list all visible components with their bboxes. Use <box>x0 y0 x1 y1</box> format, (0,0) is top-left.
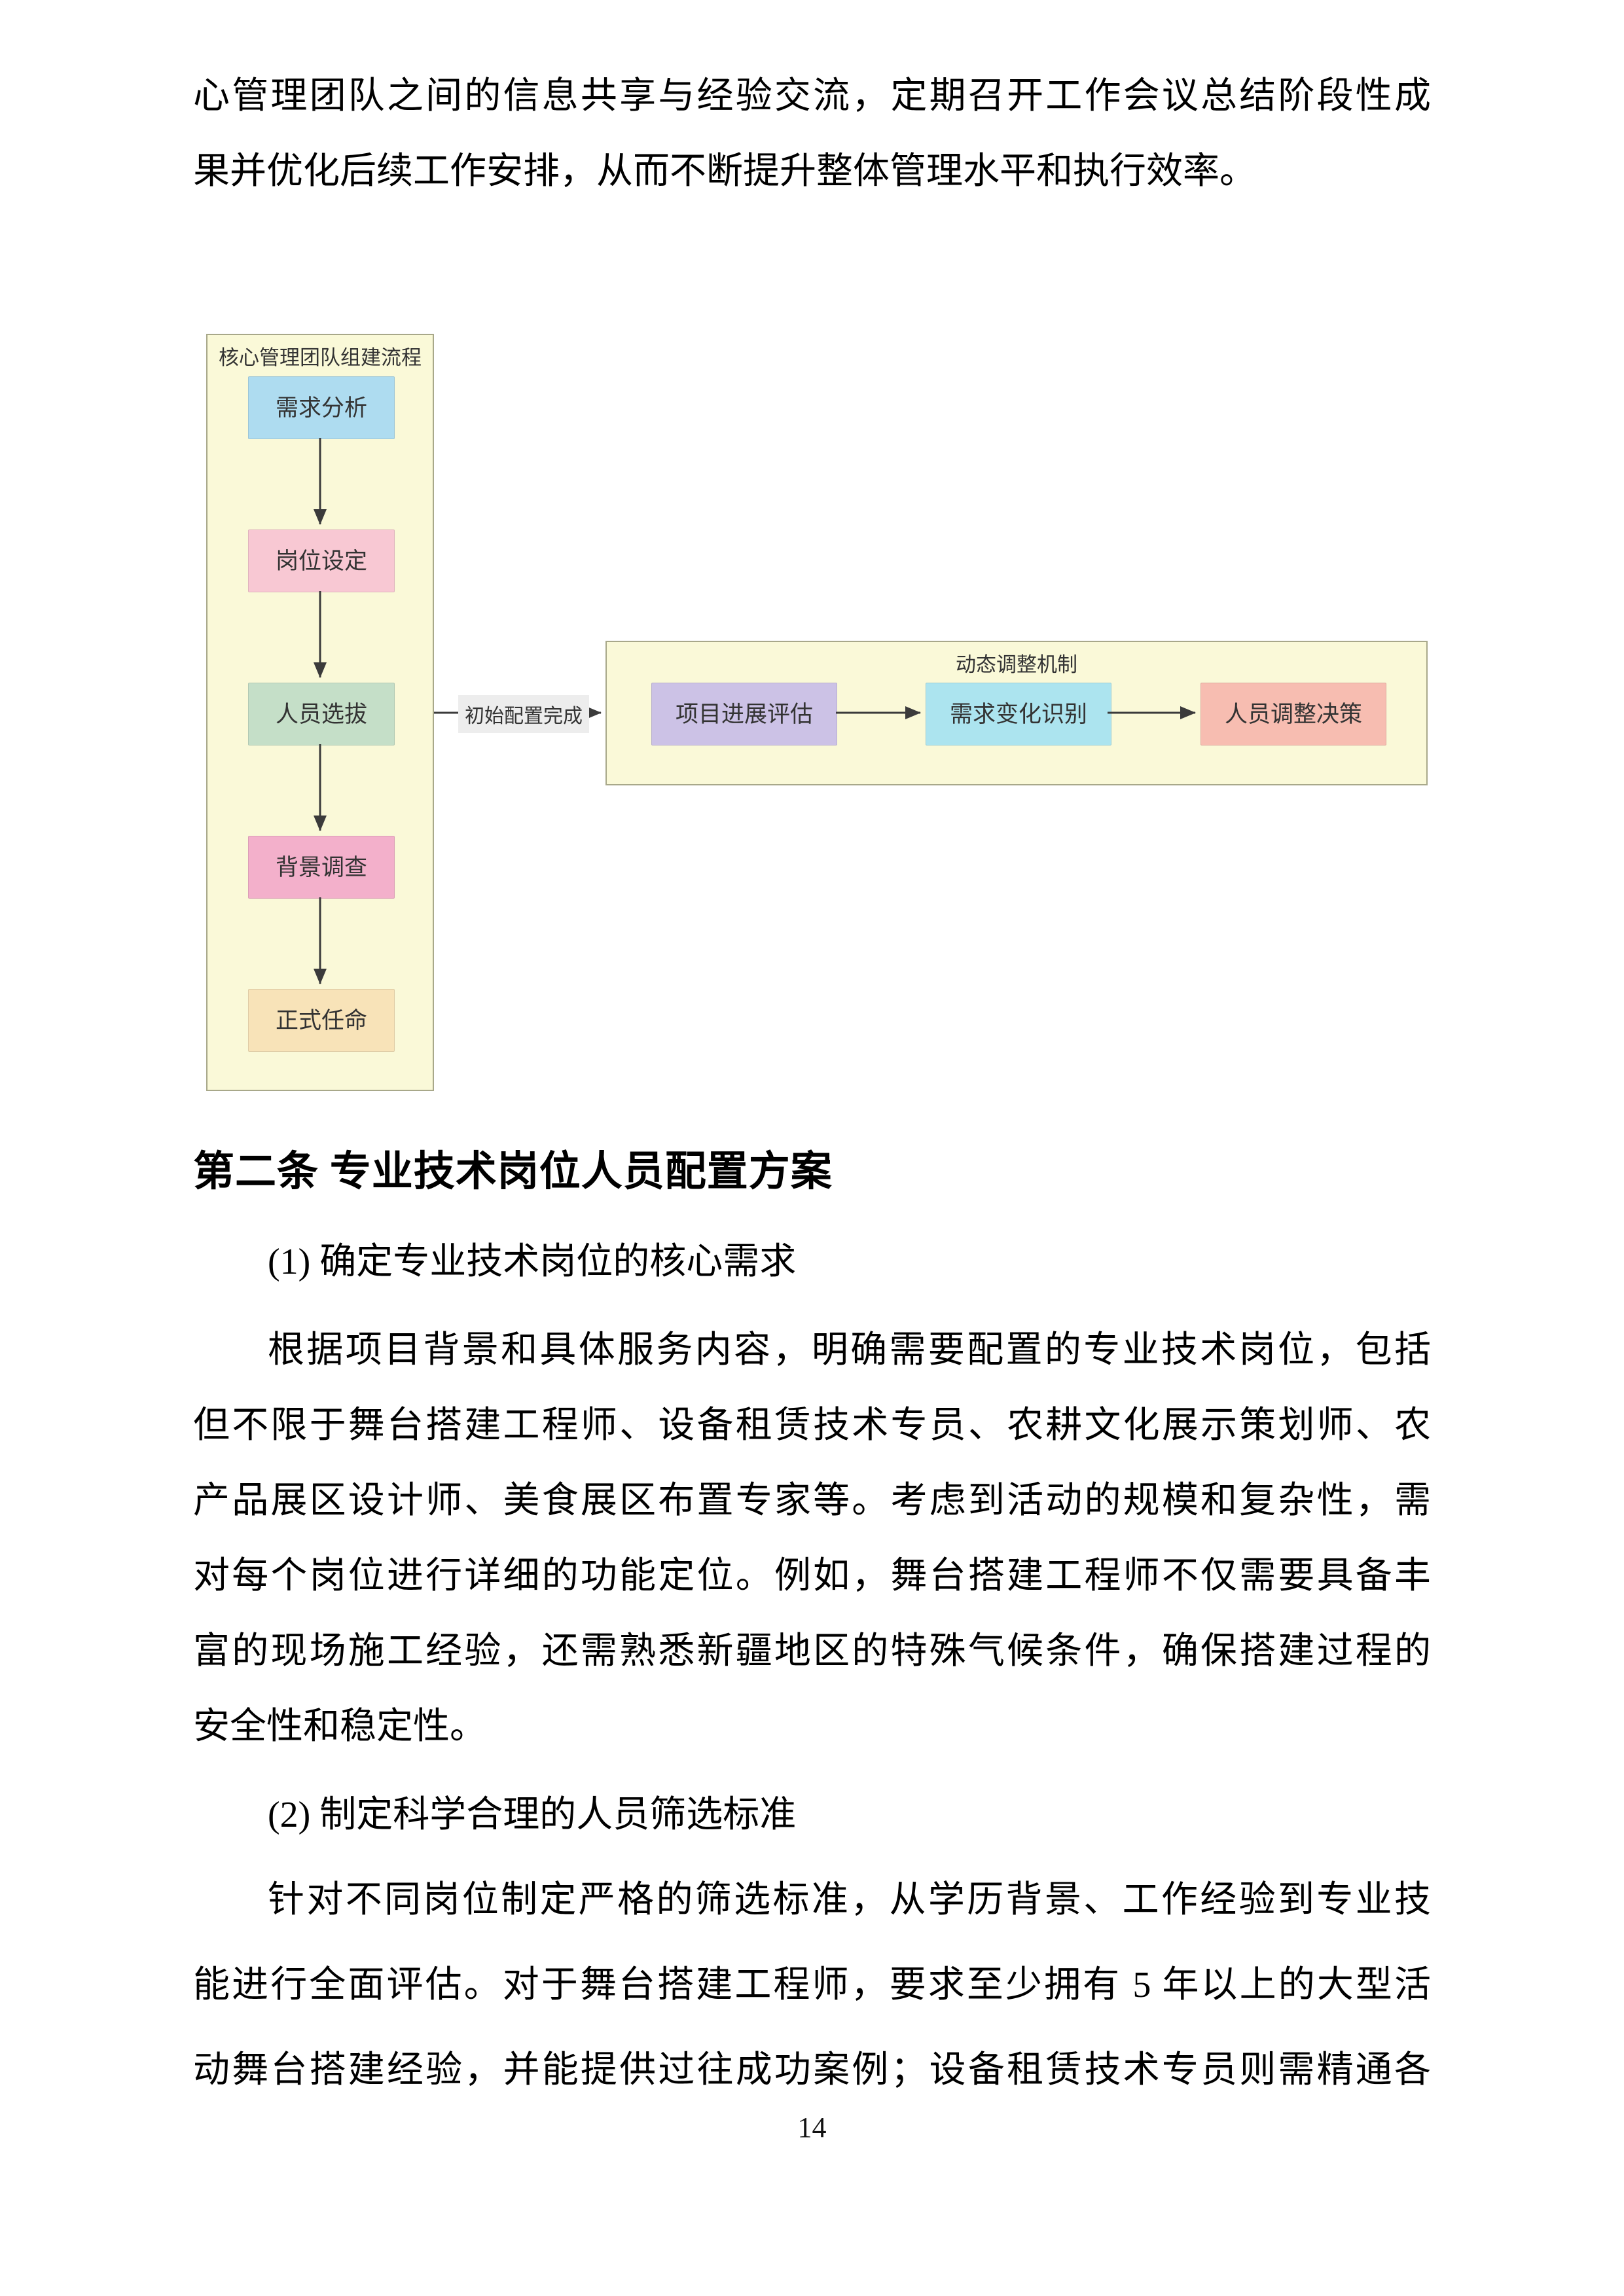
paragraph-line: 产品展区设计师、美食展区布置专家等。考虑到活动的规模和复杂性，需 <box>193 1480 1431 1521</box>
list-item-1: (1) 确定专业技术岗位的核心需求 <box>268 1242 797 1282</box>
paragraph-line: 安全性和稳定性。 <box>193 1706 486 1747</box>
flowchart-node-background-check: 背景调查 <box>248 836 395 899</box>
paragraph-line: 心管理团队之间的信息共享与经验交流，定期召开工作会议总结阶段性成 <box>193 76 1431 117</box>
flowchart-edge-label: 初始配置完成 <box>458 695 589 733</box>
flowchart-node-progress-evaluation: 项目进展评估 <box>651 683 837 745</box>
flowchart-node-personnel-adjustment-decision: 人员调整决策 <box>1200 683 1386 745</box>
paragraph-line: 但不限于舞台搭建工程师、设备租赁技术专员、农耕文化展示策划师、农 <box>193 1405 1431 1446</box>
page-number: 14 <box>797 2111 827 2144</box>
paragraph-line: 富的现场施工经验，还需熟悉新疆地区的特殊气候条件，确保搭建过程的 <box>193 1631 1431 1672</box>
flowchart-group-title: 动态调整机制 <box>956 653 1077 676</box>
flowchart-group-dynamic-adjustment: 动态调整机制 项目进展评估 需求变化识别 人员调整决策 <box>605 641 1428 785</box>
flowchart-node-demand-change-identification: 需求变化识别 <box>926 683 1111 745</box>
flowchart-group-title: 核心管理团队组建流程 <box>219 346 422 369</box>
section-heading: 第二条 专业技术岗位人员配置方案 <box>193 1149 833 1194</box>
paragraph-line: 果并优化后续工作安排，从而不断提升整体管理水平和执行效率。 <box>193 151 1256 192</box>
paragraph-line: 能进行全面评估。对于舞台搭建工程师，要求至少拥有 5 年以上的大型活 <box>193 1965 1431 2005</box>
paragraph-line: 根据项目背景和具体服务内容，明确需要配置的专业技术岗位，包括 <box>268 1330 1431 1371</box>
paragraph-line: 动舞台搭建经验，并能提供过往成功案例；设备租赁技术专员则需精通各 <box>193 2050 1431 2090</box>
flowchart-group-team-formation: 核心管理团队组建流程 需求分析 岗位设定 人员选拔 背景调查 正式任命 <box>206 334 434 1091</box>
paragraph-line: 对每个岗位进行详细的功能定位。例如，舞台搭建工程师不仅需要具备丰 <box>193 1556 1431 1596</box>
flowchart-node-personnel-selection: 人员选拔 <box>248 683 395 745</box>
flowchart-node-demand-analysis: 需求分析 <box>248 376 395 439</box>
list-item-2: (2) 制定科学合理的人员筛选标准 <box>268 1795 797 1835</box>
flowchart-node-formal-appointment: 正式任命 <box>248 989 395 1052</box>
paragraph-line: 针对不同岗位制定严格的筛选标准，从学历背景、工作经验到专业技 <box>268 1880 1431 1920</box>
flowchart-node-position-setting: 岗位设定 <box>248 529 395 592</box>
